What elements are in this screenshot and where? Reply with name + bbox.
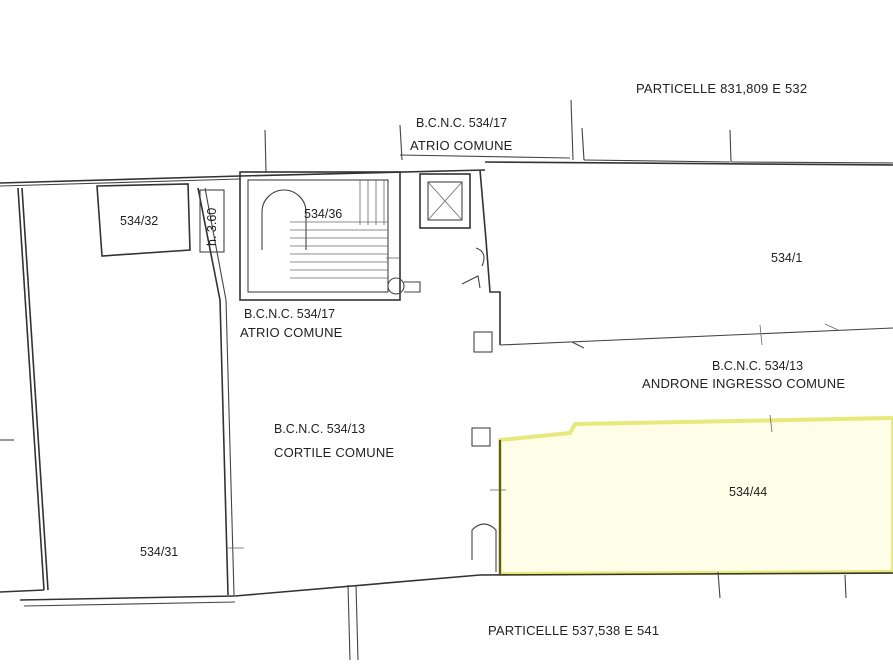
- elevator-shaft: [419, 173, 471, 229]
- label-particelle-south: PARTICELLE 537,538 E 541: [488, 623, 659, 638]
- label-unit-534-32: 534/32: [120, 214, 158, 228]
- label-height-mark: h. 3.60: [205, 208, 219, 246]
- label-bcnc-cortile: B.C.N.C. 534/13: [274, 422, 365, 436]
- staircase: [239, 171, 421, 301]
- label-androne: ANDRONE INGRESSO COMUNE: [642, 376, 845, 391]
- section-ticks: [228, 257, 506, 549]
- label-unit-534-36: 534/36: [304, 207, 342, 221]
- androne-walls: [479, 169, 893, 574]
- label-unit-534-44: 534/44: [729, 485, 767, 499]
- label-unit-534-1: 534/1: [771, 251, 802, 265]
- outer-walls: [0, 161, 893, 661]
- unit-534-32-room: [96, 183, 191, 257]
- label-cortile: CORTILE COMUNE: [274, 445, 394, 460]
- unit-534-44-highlight: [498, 415, 893, 577]
- columns: [461, 247, 497, 572]
- label-bcnc-androne: B.C.N.C. 534/13: [712, 359, 803, 373]
- plan-labels: PARTICELLE 831,809 E 532 PARTICELLE 537,…: [120, 81, 845, 638]
- label-particelle-north: PARTICELLE 831,809 E 532: [636, 81, 807, 96]
- height-mark-box: [199, 189, 225, 253]
- north-boundary: [264, 99, 893, 173]
- label-bcnc-atrio-top: B.C.N.C. 534/17: [416, 116, 507, 130]
- label-atrio-mid: ATRIO COMUNE: [240, 325, 343, 340]
- label-atrio-top: ATRIO COMUNE: [410, 138, 513, 153]
- label-unit-534-31: 534/31: [140, 545, 178, 559]
- label-bcnc-atrio-mid: B.C.N.C. 534/17: [244, 307, 335, 321]
